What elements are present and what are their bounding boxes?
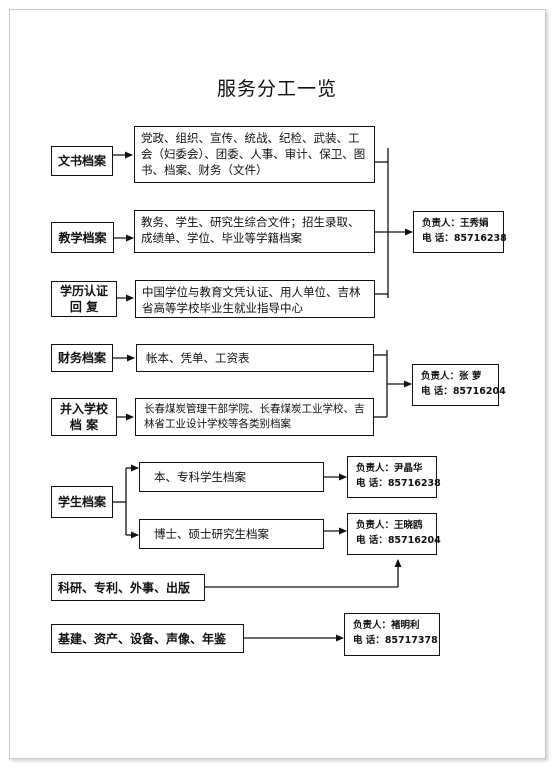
contact-card-wang-xiujuan: 负责人：王秀娟 电 话：85716238 bbox=[413, 211, 507, 253]
description-finance-archive: 帐本、凭单、工资表 bbox=[136, 344, 374, 372]
category-student-archive: 学生档案 bbox=[51, 486, 113, 518]
category-label: 科研、专利、外事、出版 bbox=[58, 580, 191, 595]
contact-phone: 85716204 bbox=[387, 535, 441, 546]
description-merged-schools-archive: 长春煤炭管理干部学院、长春煤炭工业学校、吉林省工业设计学校等各类别档案 bbox=[135, 398, 374, 436]
description-text: 党政、组织、宣传、统战、纪检、武装、工会（妇委会）、团委、人事、审计、保卫、图书… bbox=[141, 131, 366, 177]
contact-person-label: 负责人： bbox=[421, 371, 460, 382]
category-label: 基建、资产、设备、声像、年鉴 bbox=[58, 631, 227, 646]
contact-person: 张 萝 bbox=[459, 371, 482, 382]
category-label: 并入学校 档 案 bbox=[59, 402, 108, 432]
category-label: 财务档案 bbox=[57, 351, 106, 365]
category-finance-archive: 财务档案 bbox=[51, 344, 113, 372]
category-construction-assets-equipment: 基建、资产、设备、声像、年鉴 bbox=[51, 624, 244, 653]
category-degree-verification: 学历认证 回 复 bbox=[51, 281, 117, 317]
category-label: 学历认证 回 复 bbox=[59, 284, 108, 314]
category-document-archive: 文书档案 bbox=[51, 146, 113, 176]
contact-phone: 85717378 bbox=[384, 635, 438, 646]
description-undergraduate-archive: 本、专科学生档案 bbox=[139, 462, 324, 492]
description-document-archive: 党政、组织、宣传、统战、纪检、武装、工会（妇委会）、团委、人事、审计、保卫、图书… bbox=[134, 126, 375, 183]
category-label: 文书档案 bbox=[57, 154, 106, 168]
contact-card-wang-xiaoou: 负责人：王晓鸥 电 话：85716204 bbox=[347, 513, 441, 555]
contact-phone: 85716204 bbox=[452, 386, 506, 397]
category-teaching-archive: 教学档案 bbox=[51, 222, 114, 253]
contact-person-label: 负责人： bbox=[353, 620, 392, 631]
contact-phone-label: 电 话： bbox=[421, 386, 453, 397]
contact-phone-label: 电 话： bbox=[422, 233, 454, 244]
contact-person: 王晓鸥 bbox=[394, 520, 423, 531]
description-text: 博士、硕士研究生档案 bbox=[154, 527, 269, 541]
page-title: 服务分工一览 bbox=[216, 78, 337, 100]
contact-card-zhang-luo: 负责人：张 萝 电 话：85716204 bbox=[412, 364, 506, 406]
contact-card-yin-jinghua: 负责人：尹晶华 电 话：85716238 bbox=[347, 456, 441, 498]
contact-phone: 85716238 bbox=[453, 233, 507, 244]
description-text: 中国学位与教育文凭认证、用人单位、吉林省高等学校毕业生就业指导中心 bbox=[142, 285, 361, 315]
contact-phone-label: 电 话： bbox=[353, 635, 385, 646]
contact-phone-label: 电 话： bbox=[356, 535, 388, 546]
description-postgraduate-archive: 博士、硕士研究生档案 bbox=[139, 519, 324, 549]
category-label: 教学档案 bbox=[58, 230, 107, 245]
contact-person: 王秀娟 bbox=[460, 218, 489, 229]
category-merged-schools-archive: 并入学校 档 案 bbox=[51, 398, 117, 436]
contact-person: 尹晶华 bbox=[394, 463, 423, 474]
contact-person: 褚明利 bbox=[391, 620, 420, 631]
contact-person-label: 负责人： bbox=[356, 520, 395, 531]
contact-card-chu-mingli: 负责人：褚明利 电 话：85717378 bbox=[344, 613, 440, 656]
contact-phone-label: 电 话： bbox=[356, 478, 388, 489]
description-degree-verification: 中国学位与教育文凭认证、用人单位、吉林省高等学校毕业生就业指导中心 bbox=[135, 280, 375, 318]
description-text: 教务、学生、研究生综合文件；招生录取、成绩单、学位、毕业等学籍档案 bbox=[141, 215, 360, 245]
description-text: 长春煤炭管理干部学院、长春煤炭工业学校、吉林省工业设计学校等各类别档案 bbox=[144, 403, 365, 430]
category-label: 学生档案 bbox=[57, 495, 106, 509]
contact-phone: 85716238 bbox=[387, 478, 441, 489]
contact-person-label: 负责人： bbox=[356, 463, 395, 474]
description-text: 帐本、凭单、工资表 bbox=[146, 351, 250, 365]
description-teaching-archive: 教务、学生、研究生综合文件；招生录取、成绩单、学位、毕业等学籍档案 bbox=[134, 210, 375, 253]
description-text: 本、专科学生档案 bbox=[154, 470, 246, 484]
contact-person-label: 负责人： bbox=[422, 218, 461, 229]
category-research-patent-foreign-publishing: 科研、专利、外事、出版 bbox=[51, 574, 205, 601]
